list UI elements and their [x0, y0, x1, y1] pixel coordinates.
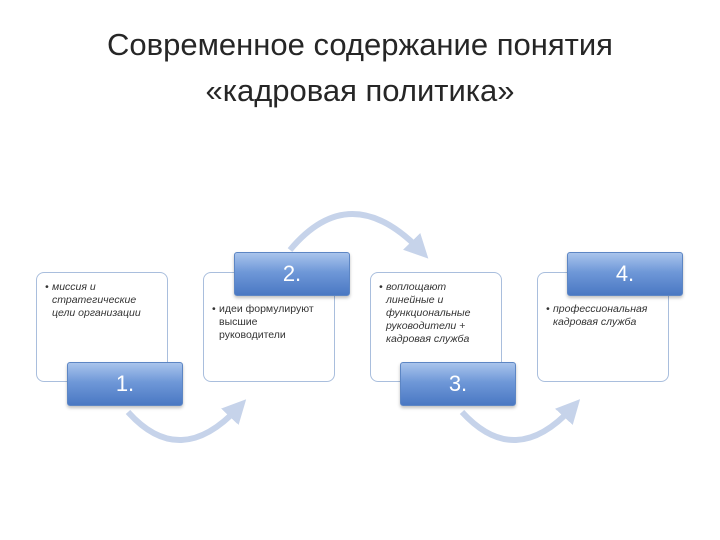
step-4-badge: 4.: [567, 252, 683, 296]
step-3-text: воплощают линейные и функциональные руко…: [379, 281, 493, 346]
arrow-1-to-2: [125, 399, 247, 443]
arrow-2-to-3: [287, 211, 429, 259]
step-1-badge: 1.: [67, 362, 183, 406]
arrow-3-to-4: [459, 399, 581, 443]
step-3-badge: 3.: [400, 362, 516, 406]
slide-title-line-2: «кадровая политика»: [205, 73, 515, 108]
slide-title-line-1: Современное содержание понятия: [107, 27, 613, 62]
slide-title: Современное содержание понятия «кадровая…: [0, 22, 720, 114]
step-4-text: профессиональная кадровая служба: [546, 303, 660, 329]
step-2-badge: 2.: [234, 252, 350, 296]
step-1-text: миссия и стратегические цели организации: [45, 281, 159, 320]
step-2-text: идеи формулируют высшие руководители: [212, 303, 326, 342]
